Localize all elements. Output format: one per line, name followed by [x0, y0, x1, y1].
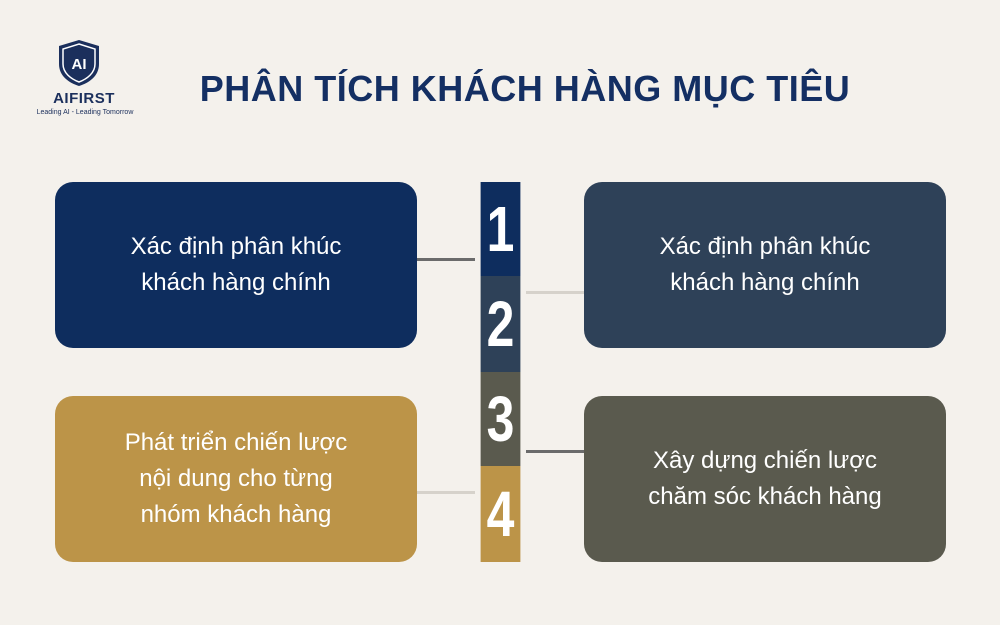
logo-wordmark: AIFIRST: [53, 90, 115, 107]
step-text-2: Xác định phân khúc khách hàng chính: [659, 233, 871, 296]
connector-4: [417, 491, 475, 494]
step-number-1: 1: [480, 182, 521, 276]
connector-2: [526, 291, 584, 294]
step-number-4: 4: [480, 466, 521, 562]
step-box-3: Xây dựng chiến lược chăm sóc khách hàng: [584, 396, 946, 562]
step-box-1: Xác định phân khúc khách hàng chính: [55, 182, 417, 348]
step-text-4: Phát triển chiến lược nội dung cho từng …: [124, 429, 348, 528]
page-title: PHÂN TÍCH KHÁCH HÀNG MỤC TIÊU: [199, 68, 851, 109]
shield-icon: AI: [59, 40, 99, 86]
step-box-4: Phát triển chiến lược nội dung cho từng …: [55, 396, 417, 562]
connector-3: [526, 450, 584, 453]
step-text-3: Xây dựng chiến lược chăm sóc khách hàng: [648, 447, 882, 510]
step-box-2: Xác định phân khúc khách hàng chính: [584, 182, 946, 348]
logo-tagline: Leading AI - Leading Tomorrow: [36, 109, 134, 116]
step-text-1: Xác định phân khúc khách hàng chính: [130, 233, 342, 296]
step-number-3: 3: [480, 372, 521, 466]
step-number-2: 2: [480, 276, 521, 372]
connector-1: [417, 258, 475, 261]
brand-logo: AI AIFIRST Leading AI - Leading Tomorrow: [27, 38, 147, 128]
logo-mark: AI: [72, 56, 87, 73]
